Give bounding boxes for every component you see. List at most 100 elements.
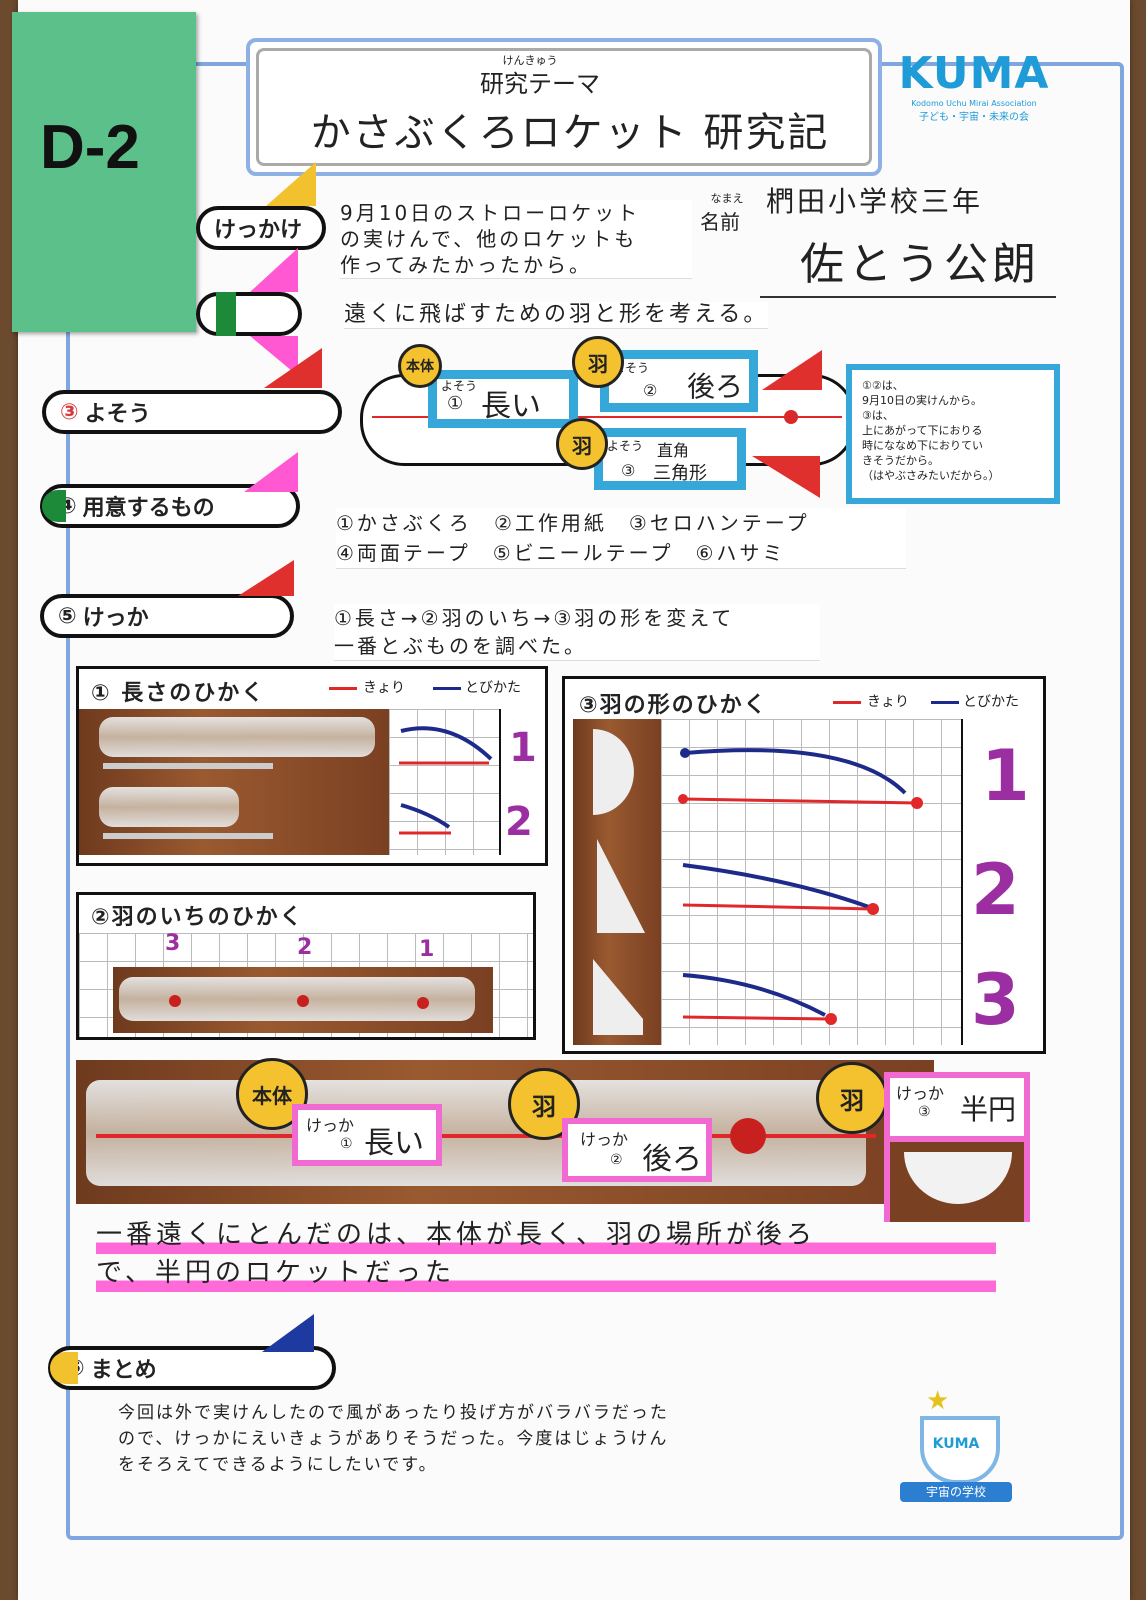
name-ruby: なまえ bbox=[710, 192, 744, 205]
experiment-length: ① 長さのひかく きょり とびかた 1 2 bbox=[76, 666, 548, 866]
half-circle-wing bbox=[593, 729, 634, 815]
exp3-legend-navy bbox=[931, 701, 959, 704]
note-line-5: 時にななめ下におりてい bbox=[862, 439, 983, 452]
note-line-3: ③は、 bbox=[862, 409, 894, 422]
prediction-red-line bbox=[372, 416, 842, 418]
exp3-fly-2 bbox=[682, 863, 870, 909]
body-badge-label: 本体 bbox=[406, 359, 434, 375]
star-icon: ★ bbox=[926, 1386, 950, 1416]
center-of-mass-dot bbox=[784, 410, 798, 424]
prediction-note: ①②は、 9月10日の実けんから。 ③は、 上にあがって下におりる 時にななめ下… bbox=[846, 364, 1060, 504]
exp3-dist-1-start bbox=[678, 794, 688, 804]
material-4: ④両面テープ bbox=[336, 541, 471, 565]
footer-logo-name: KUMA bbox=[932, 1436, 980, 1452]
prediction-box-3-sub: 直角 bbox=[657, 441, 690, 460]
prediction-box-3-tag: よそう bbox=[607, 439, 644, 453]
half-circle-shape bbox=[904, 1152, 1012, 1204]
method-line-1: ①長さ→②羽のいち→③羽の形を変えて bbox=[334, 606, 735, 630]
rocket-prediction: ③ よそう bbox=[42, 390, 342, 434]
exp3-dist-1 bbox=[682, 797, 918, 805]
prediction-box-1-tag: よそう bbox=[441, 379, 478, 393]
triangle-wing bbox=[593, 959, 643, 1035]
exp2-pos-2: 2 bbox=[297, 935, 313, 960]
exp3-trajectories bbox=[678, 748, 923, 1025]
ruler-2 bbox=[103, 833, 273, 839]
exp2-title: ②羽のいちのひかく bbox=[91, 905, 304, 930]
exp3-fly-1 bbox=[684, 748, 907, 795]
result-box-2-tag: けっか bbox=[580, 1130, 629, 1149]
rocket-header-1-label: けっかけ bbox=[214, 218, 303, 243]
note-line-6: きそうだから。 bbox=[862, 454, 939, 467]
result-wing-badge-1-label: 羽 bbox=[532, 1092, 556, 1121]
materials-list: ①かさぶくろ ②工作用紙 ③セロハンテープ ④両面テープ ⑤ビニールテープ ⑥ハ… bbox=[336, 508, 906, 569]
red-fin-2 bbox=[238, 560, 294, 596]
result-box-3-text: 半円 bbox=[960, 1093, 1017, 1126]
material-3: ③セロハンテープ bbox=[628, 511, 810, 535]
exp3-legend-red bbox=[833, 701, 861, 704]
result-photo bbox=[76, 1060, 934, 1204]
prediction-box-1-num: ① bbox=[447, 393, 464, 414]
exp1-title: ① 長さのひかく bbox=[91, 681, 266, 706]
rocket-results-label: けっか bbox=[82, 606, 149, 631]
exp3-legend-fly: とびかた bbox=[963, 694, 1019, 710]
conclusion-text: 一番遠くにとんだのは、本体が長く、羽の場所が後ろ で、半円のロケットだった bbox=[96, 1216, 996, 1292]
rocket-summary: ⑥ まとめ bbox=[48, 1346, 336, 1390]
half-circle-photo bbox=[890, 1136, 1024, 1222]
half-circle-wing-photo bbox=[904, 1152, 1012, 1204]
motive-text: 9月10日のストローロケット の実けんで、他のロケットも 作ってみたかったから。 bbox=[340, 200, 692, 279]
experiment-wing-shape: ③羽の形のひかく きょり とびかた 1 2 3 bbox=[562, 676, 1046, 1054]
yellow-fin bbox=[266, 162, 316, 206]
exp1-rank-2: 2 bbox=[505, 799, 533, 845]
wing-badge-2: 羽 bbox=[556, 418, 608, 470]
exp1-legend-dist: きょり bbox=[363, 680, 405, 696]
prediction-box-1: よそう ① 長い bbox=[428, 370, 578, 428]
wing-badge-1: 羽 bbox=[572, 336, 624, 388]
result-red-line bbox=[96, 1134, 876, 1138]
exp3-dist-3 bbox=[682, 1015, 832, 1021]
exp1-legend-red bbox=[329, 687, 357, 690]
summary-line-3: をそろえてできるようにしたいです。 bbox=[118, 1455, 438, 1475]
motive-line-2: の実けんで、他のロケットも bbox=[340, 227, 638, 251]
wing-shapes bbox=[593, 729, 645, 1035]
title-label: 研究テーマ bbox=[480, 70, 600, 98]
method-line-2: 一番とぶものを調べた。 bbox=[334, 634, 587, 658]
long-rocket-photo bbox=[99, 717, 375, 757]
prediction-box-3-num: ③ bbox=[621, 461, 636, 480]
exp3-dist-1-end bbox=[911, 797, 923, 809]
wing-badge-1-label: 羽 bbox=[588, 351, 608, 376]
exp1-grid bbox=[389, 709, 499, 855]
kuma-logo-name: KUMA bbox=[898, 48, 1050, 99]
exp3-rank-2: 2 bbox=[971, 849, 1020, 931]
exp3-dist-3-end bbox=[825, 1013, 837, 1025]
summary-text: 今回は外で実けんしたので風があったり投げ方がバラバラだった ので、けっかにえいき… bbox=[118, 1400, 878, 1478]
prediction-box-3: よそう 直角 ③ 三角形 bbox=[594, 428, 746, 490]
exp1-legend-navy bbox=[433, 687, 461, 690]
exp1-fly-1 bbox=[400, 726, 493, 761]
conclusion-line-2: で、半円のロケットだった bbox=[96, 1254, 996, 1292]
motive-line-3: 作ってみたかったから。 bbox=[340, 253, 592, 277]
page-title: かさぶくろロケット 研究記 bbox=[310, 110, 830, 156]
purpose-text: 遠くに飛ばすための羽と形を考える。 bbox=[344, 302, 769, 329]
result-box-3-tag: けっか bbox=[896, 1084, 945, 1103]
exp3-legend-dist: きょり bbox=[867, 694, 909, 710]
prediction-box-2-text: 後ろ bbox=[687, 370, 744, 403]
note-line-4: 上にあがって下におりる bbox=[862, 424, 983, 437]
material-6: ⑥ハサミ bbox=[695, 541, 786, 565]
exp2-photo bbox=[113, 967, 493, 1033]
exp1-divider bbox=[499, 709, 501, 855]
result-box-1-num: ① bbox=[340, 1136, 353, 1152]
pink-fin-top bbox=[250, 248, 298, 292]
wing-badge-2-label: 羽 bbox=[572, 433, 592, 458]
result-wing-badge-2: 羽 bbox=[816, 1062, 888, 1134]
right-triangle-wing bbox=[597, 839, 645, 933]
name-underline bbox=[760, 296, 1056, 298]
method-text: ①長さ→②羽のいち→③羽の形を変えて 一番とぶものを調べた。 bbox=[334, 604, 820, 661]
experiment-wing-position: ②羽のいちのひかく 3 2 1 bbox=[76, 892, 536, 1040]
rocket-summary-label: まとめ bbox=[90, 1358, 157, 1383]
rocket-results-num: ⑤ bbox=[58, 603, 77, 629]
body-badge: 本体 bbox=[398, 344, 442, 388]
prediction-box-1-text: 長い bbox=[481, 389, 541, 424]
material-5: ⑤ビニールテープ bbox=[492, 541, 674, 565]
result-box-1: けっか ① 長い bbox=[292, 1104, 442, 1166]
result-box-3: けっか ③ 半円 bbox=[884, 1072, 1030, 1222]
